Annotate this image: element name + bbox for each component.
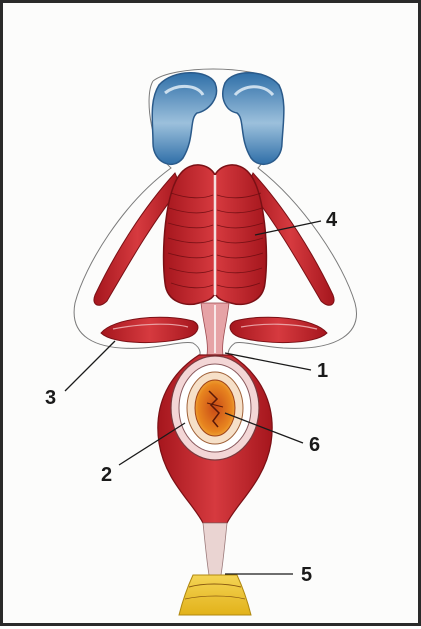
label-2: 2 [101, 464, 112, 486]
label-1: 1 [317, 360, 328, 382]
inner-core [195, 380, 235, 436]
leader-line-3 [65, 341, 115, 391]
label-3: 3 [45, 387, 56, 409]
label-6: 6 [309, 434, 320, 456]
cartilage-cap [152, 73, 284, 165]
label-5: 5 [301, 564, 312, 586]
label-4: 4 [326, 209, 338, 231]
anatomical-drawing: 4 1 3 2 6 5 [3, 3, 421, 629]
central-muscle-block [164, 165, 267, 304]
fat-pad [179, 575, 251, 615]
central-stalk [201, 303, 229, 355]
